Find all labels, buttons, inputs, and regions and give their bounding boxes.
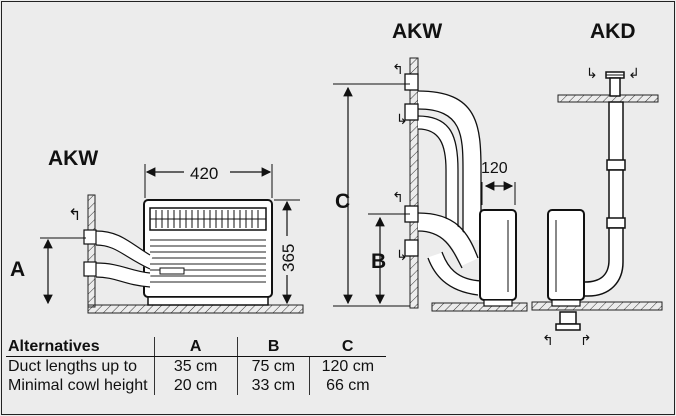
row-label-duct-lengths: Duct lengths up to [8,358,137,375]
dim-height-label: 365 [279,244,298,272]
airflow-icon-roof-right: ↲ [628,65,640,81]
wall-mid [409,57,419,309]
wall-left [87,194,96,308]
cell-cowl-a: 20 cm [153,376,238,395]
heater-body-right [547,209,585,307]
flue-pipe [574,101,626,297]
roof-cowl [605,71,625,97]
airflow-icon-left: ↰ [68,207,81,224]
table-header-row: Alternatives A B C [6,337,386,357]
airflow-icon-mid-3: ↰ [392,189,404,205]
airflow-icon-roof-left: ↳ [586,65,598,81]
roof [557,94,659,103]
akd-unit: AKD ↳ ↲ ↰ [531,20,663,348]
duct-mid [404,73,483,296]
dim-c-label: C [335,190,350,213]
akw-mid-unit: AKW ↰ ↳ ↰ ↳ [333,20,528,312]
dim-b-label: B [371,250,386,273]
cell-duct-a: 35 cm [153,356,238,376]
duct-left [83,229,154,288]
airflow-icon-mid-4: ↳ [396,247,408,263]
heater-body-mid [479,209,517,307]
cell-duct-c: 120 cm [309,356,386,376]
cell-duct-b: 75 cm [236,356,310,376]
heater-body-left [143,199,273,306]
akw-left-unit: AKW [10,147,304,314]
airflow-icon-floor-right: ↱ [580,332,592,348]
floor-right [531,301,663,311]
header-c: C [309,337,386,357]
header-alternatives: Alternatives [6,337,155,357]
dim-width-label: 420 [190,164,218,183]
header-b: B [236,337,310,357]
airflow-icon-mid-top: ↰ [392,61,404,77]
header-a: A [153,337,238,357]
airflow-icon-mid-2: ↳ [396,111,408,127]
floor-cowl [555,311,581,331]
cell-cowl-b: 33 cm [236,376,310,395]
row-label-cowl-height: Minimal cowl height [8,377,148,394]
dim-clearance-label: 120 [481,160,508,177]
cell-cowl-c: 66 cm [309,376,386,395]
dim-a-label: A [10,258,25,281]
floor-mid [431,302,528,312]
airflow-icon-floor-left: ↰ [542,332,554,348]
table-row: Duct lengths up to 35 cm 75 cm 120 cm [6,356,386,376]
akd-label: AKD [590,20,636,43]
alternatives-table: Alternatives A B C Duct lengths up to 35… [6,337,386,395]
akw-left-label: AKW [48,147,98,170]
akw-mid-label: AKW [392,20,442,43]
table-row: Minimal cowl height 20 cm 33 cm 66 cm [6,376,386,395]
floor-left [87,304,304,314]
